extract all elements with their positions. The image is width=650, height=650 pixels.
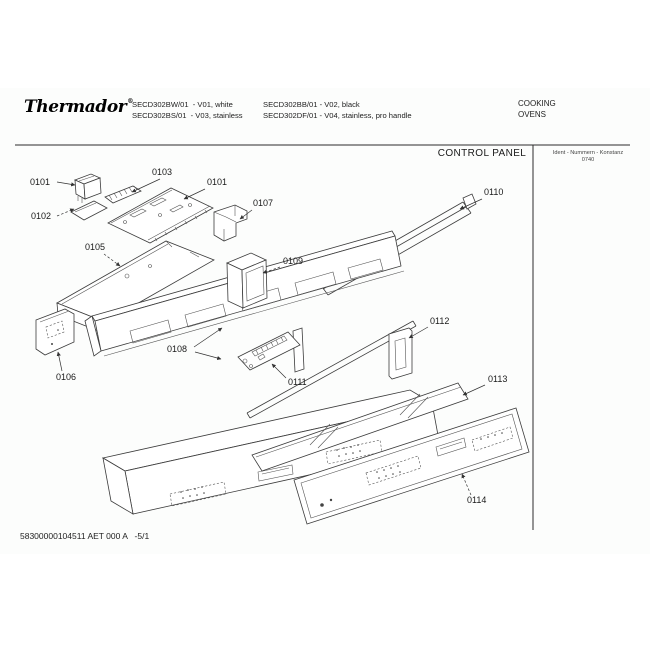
part-0103-connector	[104, 185, 142, 204]
part-label-0111: 0111	[288, 377, 307, 387]
leader-lines	[56, 178, 486, 496]
part-0111-board	[237, 327, 305, 373]
model-entry: SECD302BB/01 - V02, black	[263, 100, 360, 109]
ident-note-line2: 0740	[581, 157, 595, 163]
category-label: COOKING OVENS	[518, 99, 556, 120]
part-0106-plate	[35, 308, 75, 356]
part-label-0109: 0109	[283, 256, 303, 266]
part-label-0114: 0114	[467, 495, 486, 505]
part-label-0106: 0106	[56, 372, 76, 382]
part-0101-pcb	[107, 187, 214, 244]
part-label-0107: 0107	[253, 198, 273, 208]
trademark-symbol: ®	[127, 98, 133, 105]
model-list: SECD302BW/01 - V01, white SECD302BB/01 -…	[132, 99, 412, 121]
part-0107-bracket	[213, 204, 248, 242]
category-line1: COOKING	[518, 99, 556, 108]
ident-note-line1: Ident - Nummern - Konstanz	[552, 150, 624, 156]
part-0112-rail-bracket	[246, 320, 417, 419]
part-label-0110: 0110	[484, 187, 503, 197]
part-label-0103: 0103	[152, 167, 172, 177]
model-entry: SECD302BS/01 - V03, stainless	[132, 111, 243, 120]
part-0101-box	[73, 173, 102, 203]
part-labels: 0101 0103 0101 0102 0107 0110 0105 0109 …	[30, 167, 507, 505]
part-label-0101b: 0101	[207, 177, 227, 187]
part-0114-front-panel	[293, 407, 530, 525]
part-label-0102: 0102	[31, 211, 51, 221]
section-title: CONTROL PANEL	[437, 148, 527, 159]
part-label-0113: 0113	[488, 374, 507, 384]
part-label-0105: 0105	[85, 242, 105, 252]
part-0109-box	[226, 252, 268, 309]
part-label-0108: 0108	[167, 344, 187, 354]
model-entry: SECD302DF/01 - V04, stainless, pro handl…	[263, 111, 412, 120]
ident-note: Ident - Nummern - Konstanz 0740	[538, 150, 638, 164]
part-0113-glass-panel	[251, 382, 469, 472]
category-line2: OVENS	[518, 109, 547, 119]
brand-name: Thermador	[24, 97, 127, 117]
part-label-0112: 0112	[430, 316, 449, 326]
model-entry: SECD302BW/01 - V01, white	[132, 100, 233, 109]
part-label-0101a: 0101	[30, 177, 50, 187]
part-0102-plate	[70, 200, 108, 221]
brand-logo: Thermador®	[24, 97, 133, 117]
document-code: 58300000104511 AET 000 A -5/1	[20, 531, 150, 541]
